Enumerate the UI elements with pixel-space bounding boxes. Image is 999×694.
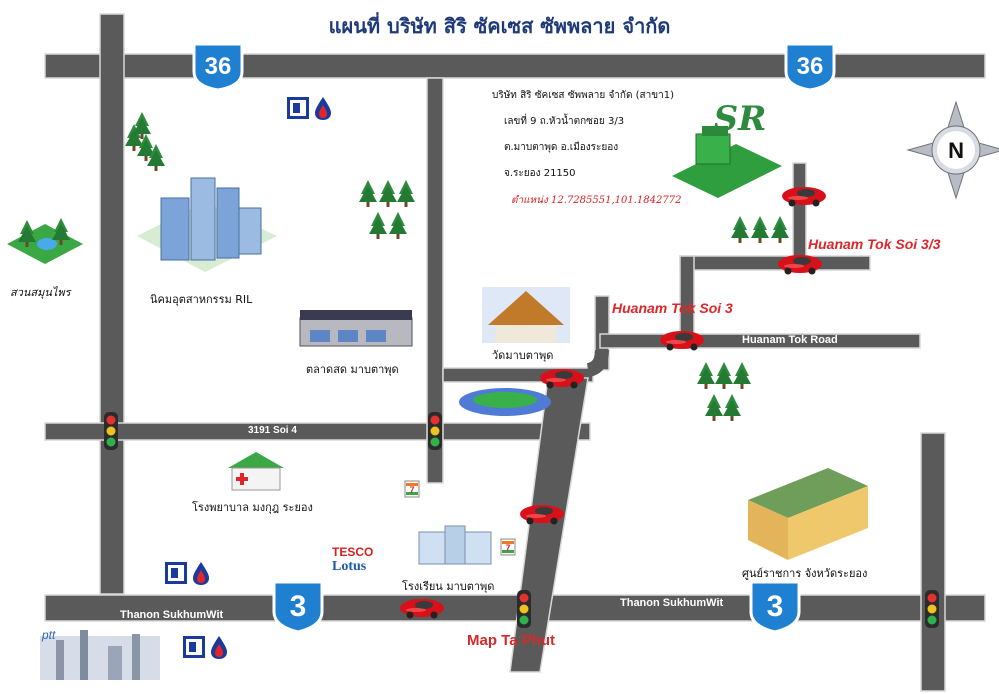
company-name: บริษัท สิริ ซัคเซส ซัพพลาย จำกัด (สาขา1) — [492, 90, 674, 101]
east-road — [920, 432, 946, 692]
car-icon — [540, 369, 584, 389]
car-icon — [660, 331, 704, 351]
seven-eleven-label: 7 — [409, 485, 414, 495]
road-label-3191-soi4: 3191 Soi 4 — [248, 425, 297, 436]
fuel-station-icon — [287, 97, 331, 120]
hospital-icon — [228, 452, 284, 491]
road-label-sukhumvit-left: Thanon SukhumWit — [120, 609, 224, 621]
traffic-light-icon — [517, 590, 531, 628]
road-label-sukhumvit-right: Thanon SukhumWit — [620, 597, 724, 609]
stadium-icon — [459, 388, 551, 416]
landmark-center-label: ศูนย์ราชการ จังหวัดระยอง — [742, 567, 868, 580]
soi-3191-road — [44, 422, 591, 441]
shield-number: 3 — [290, 590, 307, 623]
company-address-line2: ต.มาบตาพุด อ.เมืองระยอง — [504, 142, 619, 153]
highway-shield-3-right: 3 — [749, 580, 801, 634]
traffic-light-icon — [104, 412, 118, 450]
tree-cluster-icon — [731, 216, 789, 243]
west-road — [99, 13, 125, 595]
landmark-industrial-label: นิคมอุตสาหกรรม RIL — [150, 293, 253, 306]
shield-number: 36 — [797, 53, 824, 80]
tesco-logo-line1: TESCO — [332, 545, 374, 559]
landmark-market-label: ตลาดสด มาบตาพุด — [306, 363, 399, 376]
seven-eleven-icon: 7 — [500, 538, 516, 556]
temple-icon — [482, 287, 570, 343]
school-icon — [418, 525, 492, 565]
car-icon — [400, 599, 444, 619]
ptt-refinery-icon — [40, 630, 160, 680]
fuel-station-icon — [183, 636, 227, 659]
tree-cluster-icon — [125, 112, 165, 171]
tree-cluster-icon — [359, 180, 415, 239]
tesco-logo-line2: Lotus — [332, 559, 367, 574]
road-bend — [586, 349, 609, 377]
map-title: แผนที่ บริษัท สิริ ซัคเซส ซัพพลาย จำกัด — [328, 14, 671, 38]
company-building-icon — [672, 126, 782, 198]
herb-park-icon — [7, 218, 83, 264]
middle-road — [426, 77, 444, 484]
market-icon — [299, 310, 413, 347]
seven-eleven-label: 7 — [505, 543, 510, 553]
fuel-station-icon — [165, 562, 209, 585]
company-coordinates: ตำแหน่ง 12.7285551,101.1842772 — [511, 195, 682, 206]
company-address-line3: จ.ระยอง 21150 — [504, 168, 576, 179]
company-driveway — [792, 162, 807, 264]
shield-number: 3 — [767, 590, 784, 623]
landmark-park-label: สวนสมุนไพร — [10, 286, 71, 299]
tree-cluster-icon — [697, 362, 751, 421]
highway-shield-3-left: 3 — [272, 580, 324, 634]
compass-icon: N — [906, 100, 999, 200]
traffic-light-icon — [925, 590, 939, 628]
traffic-light-icon — [428, 412, 442, 450]
highway-shield-36-left: 36 — [192, 42, 244, 92]
map-ta-phut-label: Map Ta Phut — [467, 632, 556, 649]
landmark-temple-label: วัดมาบตาพุด — [492, 349, 554, 362]
ptt-logo: ptt — [42, 628, 56, 642]
seven-eleven-icon: 7 — [404, 480, 420, 498]
compass-north-letter: N — [948, 138, 964, 163]
landmark-hospital-label: โรงพยาบาล มงกุฎ ระยอง — [192, 501, 313, 514]
road-label-huanam-tok: Huanam Tok Road — [742, 334, 838, 346]
road-label-soi-3: Huanam Tok Soi 3 — [612, 300, 733, 316]
car-icon — [778, 255, 822, 275]
provincial-center-icon — [748, 468, 868, 560]
shield-number: 36 — [205, 53, 232, 80]
car-icon — [782, 187, 826, 207]
company-address-line1: เลขที่ 9 ถ.หัวน้ำตกซอย 3/3 — [504, 116, 625, 127]
sukhumvit-road — [44, 594, 986, 622]
highway-shield-36-right: 36 — [784, 42, 836, 92]
landmark-school-label: โรงเรียน มาบตาพุด — [402, 580, 495, 593]
road-label-soi-3-3: Huanam Tok Soi 3/3 — [808, 236, 941, 252]
soi-3-3-road — [679, 255, 871, 271]
industrial-estate-icon — [137, 177, 277, 272]
car-icon — [520, 505, 564, 525]
sr-logo: SR — [714, 99, 767, 139]
highway-36-road — [44, 53, 986, 79]
